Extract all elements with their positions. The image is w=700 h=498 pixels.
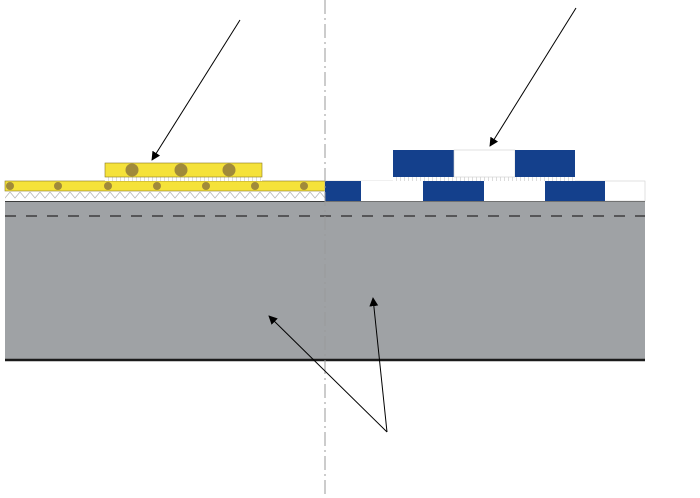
right-panel: [324, 149, 646, 202]
blue-block: [325, 181, 361, 201]
yellow-top-granules: [125, 163, 236, 177]
yellow-base-layer: [4, 180, 326, 192]
white-block: [453, 149, 516, 178]
blue-block: [545, 181, 605, 201]
left-panel: [4, 162, 326, 201]
white-block: [361, 181, 423, 201]
pointer-arrow-left-top: [151, 19, 241, 161]
zigzag-underlay: [5, 191, 325, 201]
pointer-arrow-right-top: [489, 7, 577, 147]
pointer-arrow-bottom-left: [268, 315, 388, 433]
blue-block: [423, 181, 484, 201]
blue-block: [393, 150, 454, 177]
left-tick-strip: [105, 177, 262, 181]
pointer-arrows: [151, 7, 577, 433]
pointer-arrow-bottom-right: [369, 297, 388, 433]
right-tick-strip: [393, 177, 575, 181]
yellow-base-granules: [6, 182, 308, 190]
white-block: [484, 181, 545, 201]
blue-block: [515, 150, 575, 177]
